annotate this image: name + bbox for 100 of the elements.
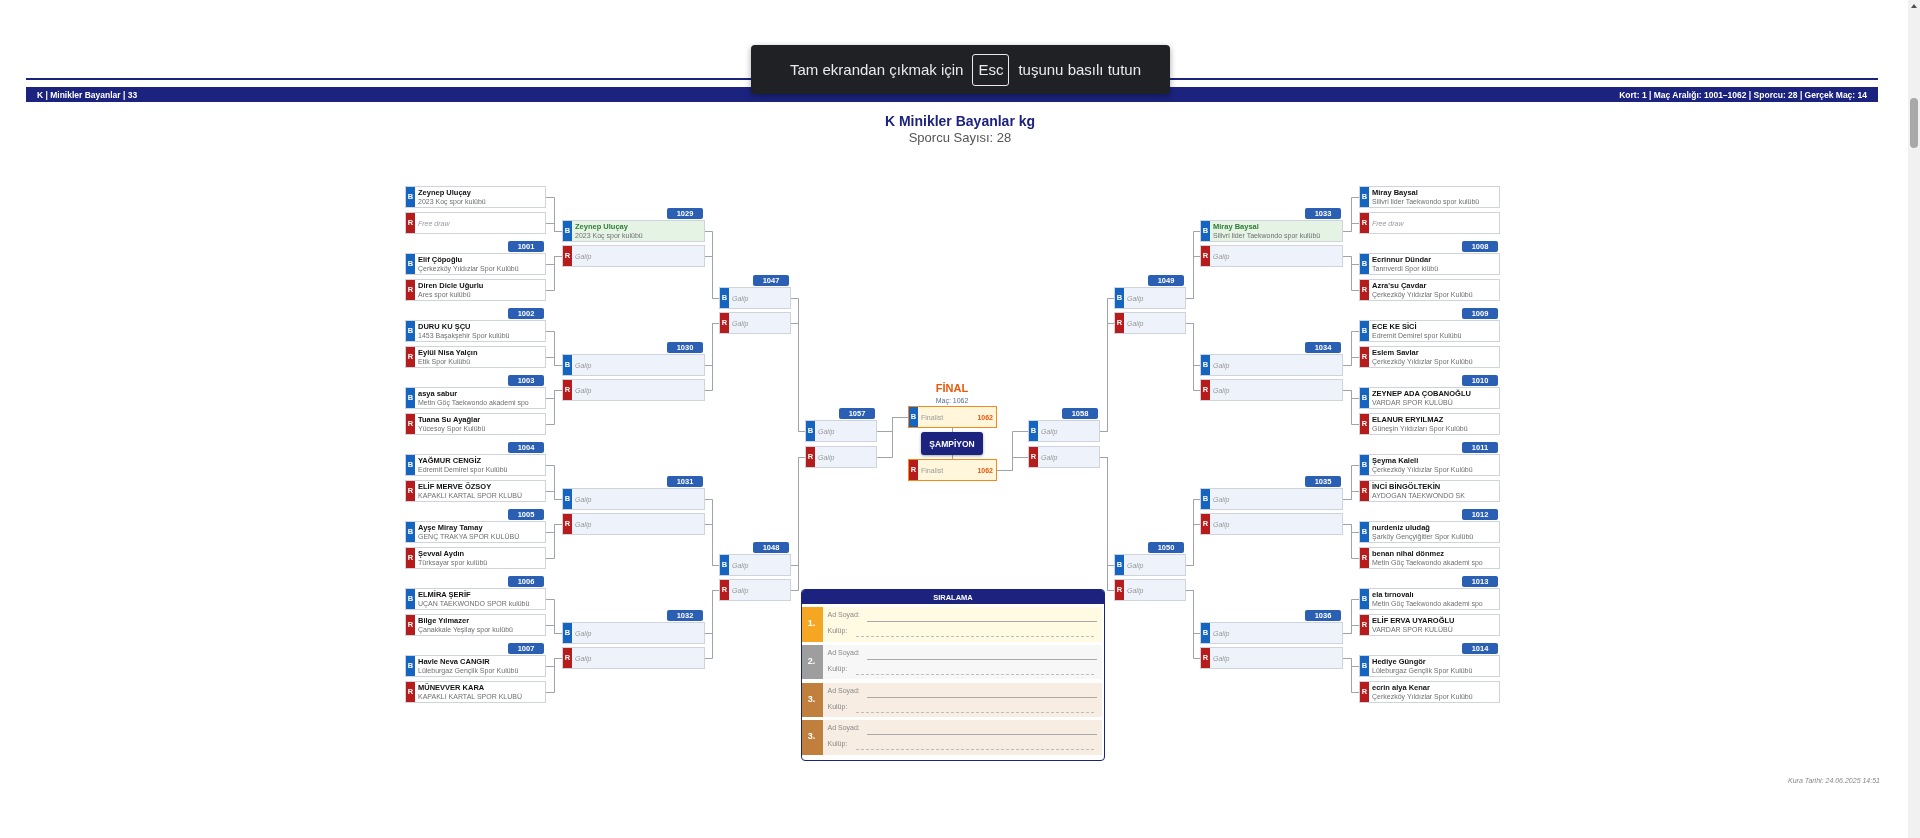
- competitor-slot: [405, 547, 546, 569]
- rank-tile: 1.: [802, 606, 823, 642]
- competitor-slot: [405, 212, 546, 234]
- esc-key: Esc: [972, 53, 1010, 86]
- rank-tile: 3.: [802, 682, 823, 717]
- competitor-slot: [562, 622, 705, 644]
- competitor-slot: [1200, 245, 1343, 267]
- bracket-line: [1185, 590, 1201, 659]
- competitor-slot: [1359, 521, 1500, 543]
- bracket-line: [545, 524, 563, 559]
- bracket-line: [545, 658, 563, 693]
- competitor-slot: [1028, 420, 1100, 442]
- subtitle: Sporcu Sayısı: 28: [908, 130, 1012, 145]
- competitor-slot: [1359, 480, 1500, 502]
- page-title: K Minikler Bayanlar kg: [884, 113, 1036, 129]
- bracket-line: [1342, 625, 1360, 634]
- bracket-line: [1342, 223, 1360, 232]
- competitor-slot: [562, 379, 705, 401]
- competitor-slot: [562, 220, 705, 242]
- bracket-line: [545, 357, 563, 366]
- competitor-slot: [1114, 312, 1186, 334]
- competitor-slot: [1359, 320, 1500, 342]
- competitor-slot: [1028, 446, 1100, 468]
- bracket-line: [704, 524, 720, 566]
- competitor-slot: [1359, 253, 1500, 275]
- competitor-slot: [405, 320, 546, 342]
- toast-text: Tam ekrandan çıkmak için: [790, 60, 964, 79]
- bracket-line: [1342, 658, 1360, 693]
- competitor-slot: [405, 413, 546, 435]
- competitor-slot: [1114, 554, 1186, 576]
- competitor-slot: [805, 446, 877, 468]
- competitor-slot: [562, 513, 705, 535]
- competitor-slot: [1359, 614, 1500, 636]
- competitor-slot: [1359, 547, 1500, 569]
- bracket-line: [545, 491, 563, 500]
- competitor-slot: [1200, 513, 1343, 535]
- competitor-slot: [719, 287, 791, 309]
- competitor-slot: [405, 186, 546, 208]
- final-heading: FİNAL: [935, 382, 969, 395]
- champion-banner: ŞAMPİYON: [921, 432, 983, 455]
- rank-tile: 2.: [802, 644, 823, 679]
- bracket-line: [545, 223, 563, 232]
- competitor-slot: [1200, 622, 1343, 644]
- bracket-line: [996, 457, 1029, 471]
- competitor-slot: [405, 454, 546, 476]
- competitor-slot: [805, 420, 877, 442]
- competitor-slot: [562, 647, 705, 669]
- bracket-line: [952, 454, 953, 460]
- ranking-row: [802, 644, 1102, 679]
- finalist-slot: [908, 459, 997, 481]
- finalist-slot: [908, 406, 997, 428]
- competitor-slot: [405, 253, 546, 275]
- bracket-line: [545, 625, 563, 634]
- competitor-slot: [1200, 647, 1343, 669]
- competitor-slot: [1359, 413, 1500, 435]
- bracket-line: [1099, 323, 1115, 432]
- header-bar-text: Kort: 1 | Maç Aralığı: 1001–1062 | Sporcu: 28 | Gerçek Maç: 14: [1619, 89, 1867, 100]
- competitor-slot: [719, 579, 791, 601]
- competitor-slot: [405, 681, 546, 703]
- competitor-slot: [1359, 681, 1500, 703]
- competitor-slot: [1359, 588, 1500, 610]
- bracket-line: [790, 323, 806, 432]
- competitor-slot: [719, 554, 791, 576]
- competitor-slot: [1114, 579, 1186, 601]
- competitor-slot: [1359, 279, 1500, 301]
- ranking-row: [802, 606, 1102, 642]
- bracket-line: [1342, 357, 1360, 366]
- bracket-line: [545, 390, 563, 425]
- competitor-slot: [1200, 354, 1343, 376]
- competitor-slot: [562, 354, 705, 376]
- bracket-line: [545, 256, 563, 291]
- competitor-slot: [1359, 186, 1500, 208]
- bracket-line: [1342, 524, 1360, 559]
- bracket-line: [1099, 457, 1115, 591]
- bracket-line: [952, 427, 953, 433]
- ranking-row: [802, 682, 1102, 717]
- competitor-slot: [562, 245, 705, 267]
- ranking-panel: [801, 589, 1105, 761]
- header-bar-text: K | Minikler Bayanlar | 33: [37, 89, 138, 100]
- competitor-slot: [1200, 220, 1343, 242]
- bracket-line: [1185, 524, 1201, 566]
- competitor-slot: [405, 387, 546, 409]
- competitor-slot: [405, 588, 546, 610]
- bracket-line: [1342, 256, 1360, 291]
- competitor-slot: [1114, 287, 1186, 309]
- competitor-slot: [1359, 387, 1500, 409]
- fullscreen-toast: [751, 45, 1170, 94]
- competitor-slot: [1359, 212, 1500, 234]
- competitor-slot: [1359, 454, 1500, 476]
- bracket-line: [1342, 491, 1360, 500]
- rank-tile: 3.: [802, 719, 823, 755]
- competitor-slot: [1359, 346, 1500, 368]
- competitor-slot: [719, 312, 791, 334]
- competitor-slot: [1359, 655, 1500, 677]
- bracket-line: [1185, 256, 1201, 299]
- competitor-slot: [1200, 488, 1343, 510]
- competitor-slot: [405, 279, 546, 301]
- ranking-row: [802, 719, 1102, 755]
- bracket-line: [790, 457, 806, 591]
- competitor-slot: [562, 488, 705, 510]
